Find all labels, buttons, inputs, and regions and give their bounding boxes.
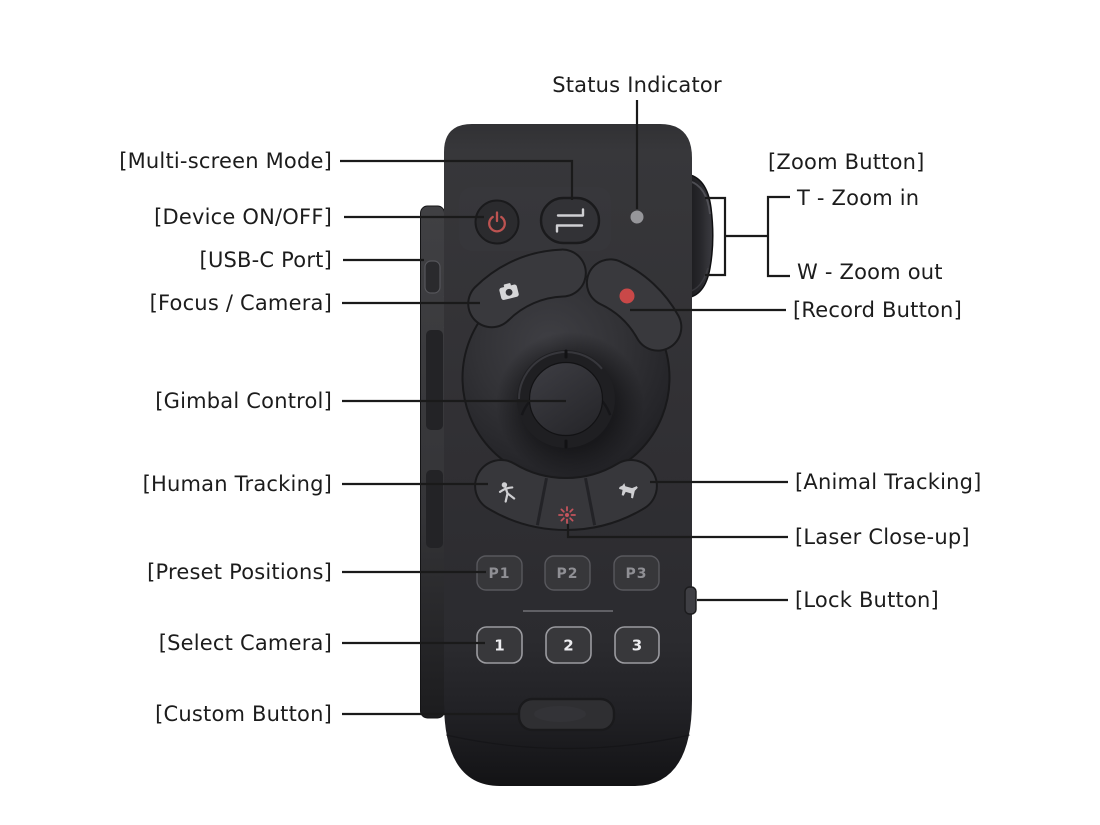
camera-select-button-1[interactable]: 1 bbox=[476, 626, 523, 664]
power-icon bbox=[488, 211, 506, 233]
side-slot bbox=[426, 470, 443, 548]
preset-button-p3[interactable]: P3 bbox=[613, 555, 660, 591]
tracking-buttons-surface[interactable] bbox=[476, 461, 656, 529]
label-focus-camera: [Focus / Camera] bbox=[149, 291, 332, 315]
preset-button-p2[interactable]: P2 bbox=[544, 555, 591, 591]
human-tracking-icon[interactable] bbox=[497, 480, 516, 503]
record-button[interactable] bbox=[585, 258, 683, 352]
label-preset-positions: [Preset Positions] bbox=[147, 560, 332, 584]
status-indicator-led bbox=[630, 210, 644, 224]
lock-button[interactable] bbox=[684, 586, 697, 615]
camera-icon bbox=[499, 283, 519, 300]
side-slot bbox=[426, 330, 443, 430]
label-lock-button: [Lock Button] bbox=[795, 588, 939, 612]
camera-select-row: 1 2 3 bbox=[476, 626, 660, 664]
label-custom-button: [Custom Button] bbox=[155, 702, 332, 726]
camera-select-label: 2 bbox=[563, 637, 573, 655]
focus-camera-button[interactable] bbox=[467, 248, 587, 329]
tracking-button-crescent bbox=[474, 459, 658, 531]
label-zoom-wide: W - Zoom out bbox=[797, 260, 943, 284]
animal-tracking-icon[interactable] bbox=[618, 482, 639, 499]
preset-buttons-row: P1 P2 P3 bbox=[476, 555, 660, 591]
label-animal-tracking: [Animal Tracking] bbox=[795, 470, 982, 494]
label-record-button: [Record Button] bbox=[793, 298, 962, 322]
camera-select-label: 1 bbox=[494, 637, 504, 655]
label-usb-c-port: [USB-C Port] bbox=[199, 248, 332, 272]
camera-select-label: 3 bbox=[632, 637, 642, 655]
camera-select-button-2[interactable]: 2 bbox=[545, 626, 592, 664]
power-button[interactable] bbox=[474, 199, 520, 245]
label-device-on-off: [Device ON/OFF] bbox=[154, 205, 332, 229]
preset-button-label: P1 bbox=[488, 566, 510, 582]
gimbal-joystick[interactable] bbox=[517, 349, 615, 449]
label-gimbal-control: [Gimbal Control] bbox=[155, 389, 332, 413]
label-zoom-button: [Zoom Button] bbox=[768, 150, 925, 174]
usb-c-port bbox=[424, 260, 441, 294]
laser-closeup-icon[interactable] bbox=[558, 506, 576, 524]
multi-screen-button[interactable] bbox=[539, 196, 601, 245]
device-side-panel bbox=[420, 205, 450, 719]
label-multi-screen-mode: [Multi-screen Mode] bbox=[119, 149, 332, 173]
label-human-tracking: [Human Tracking] bbox=[142, 472, 332, 496]
camera-select-button-3[interactable]: 3 bbox=[614, 626, 660, 664]
custom-button[interactable] bbox=[517, 697, 616, 732]
label-select-camera: [Select Camera] bbox=[158, 631, 332, 655]
multi-screen-icon bbox=[555, 208, 585, 233]
preset-button-label: P2 bbox=[556, 566, 578, 582]
preset-button-label: P3 bbox=[625, 566, 647, 582]
label-zoom-tele: T - Zoom in bbox=[797, 186, 920, 210]
label-laser-closeup: [Laser Close-up] bbox=[795, 525, 970, 549]
label-status-indicator: Status Indicator bbox=[552, 73, 722, 97]
record-icon bbox=[619, 288, 635, 304]
preset-button-p1[interactable]: P1 bbox=[476, 555, 523, 591]
